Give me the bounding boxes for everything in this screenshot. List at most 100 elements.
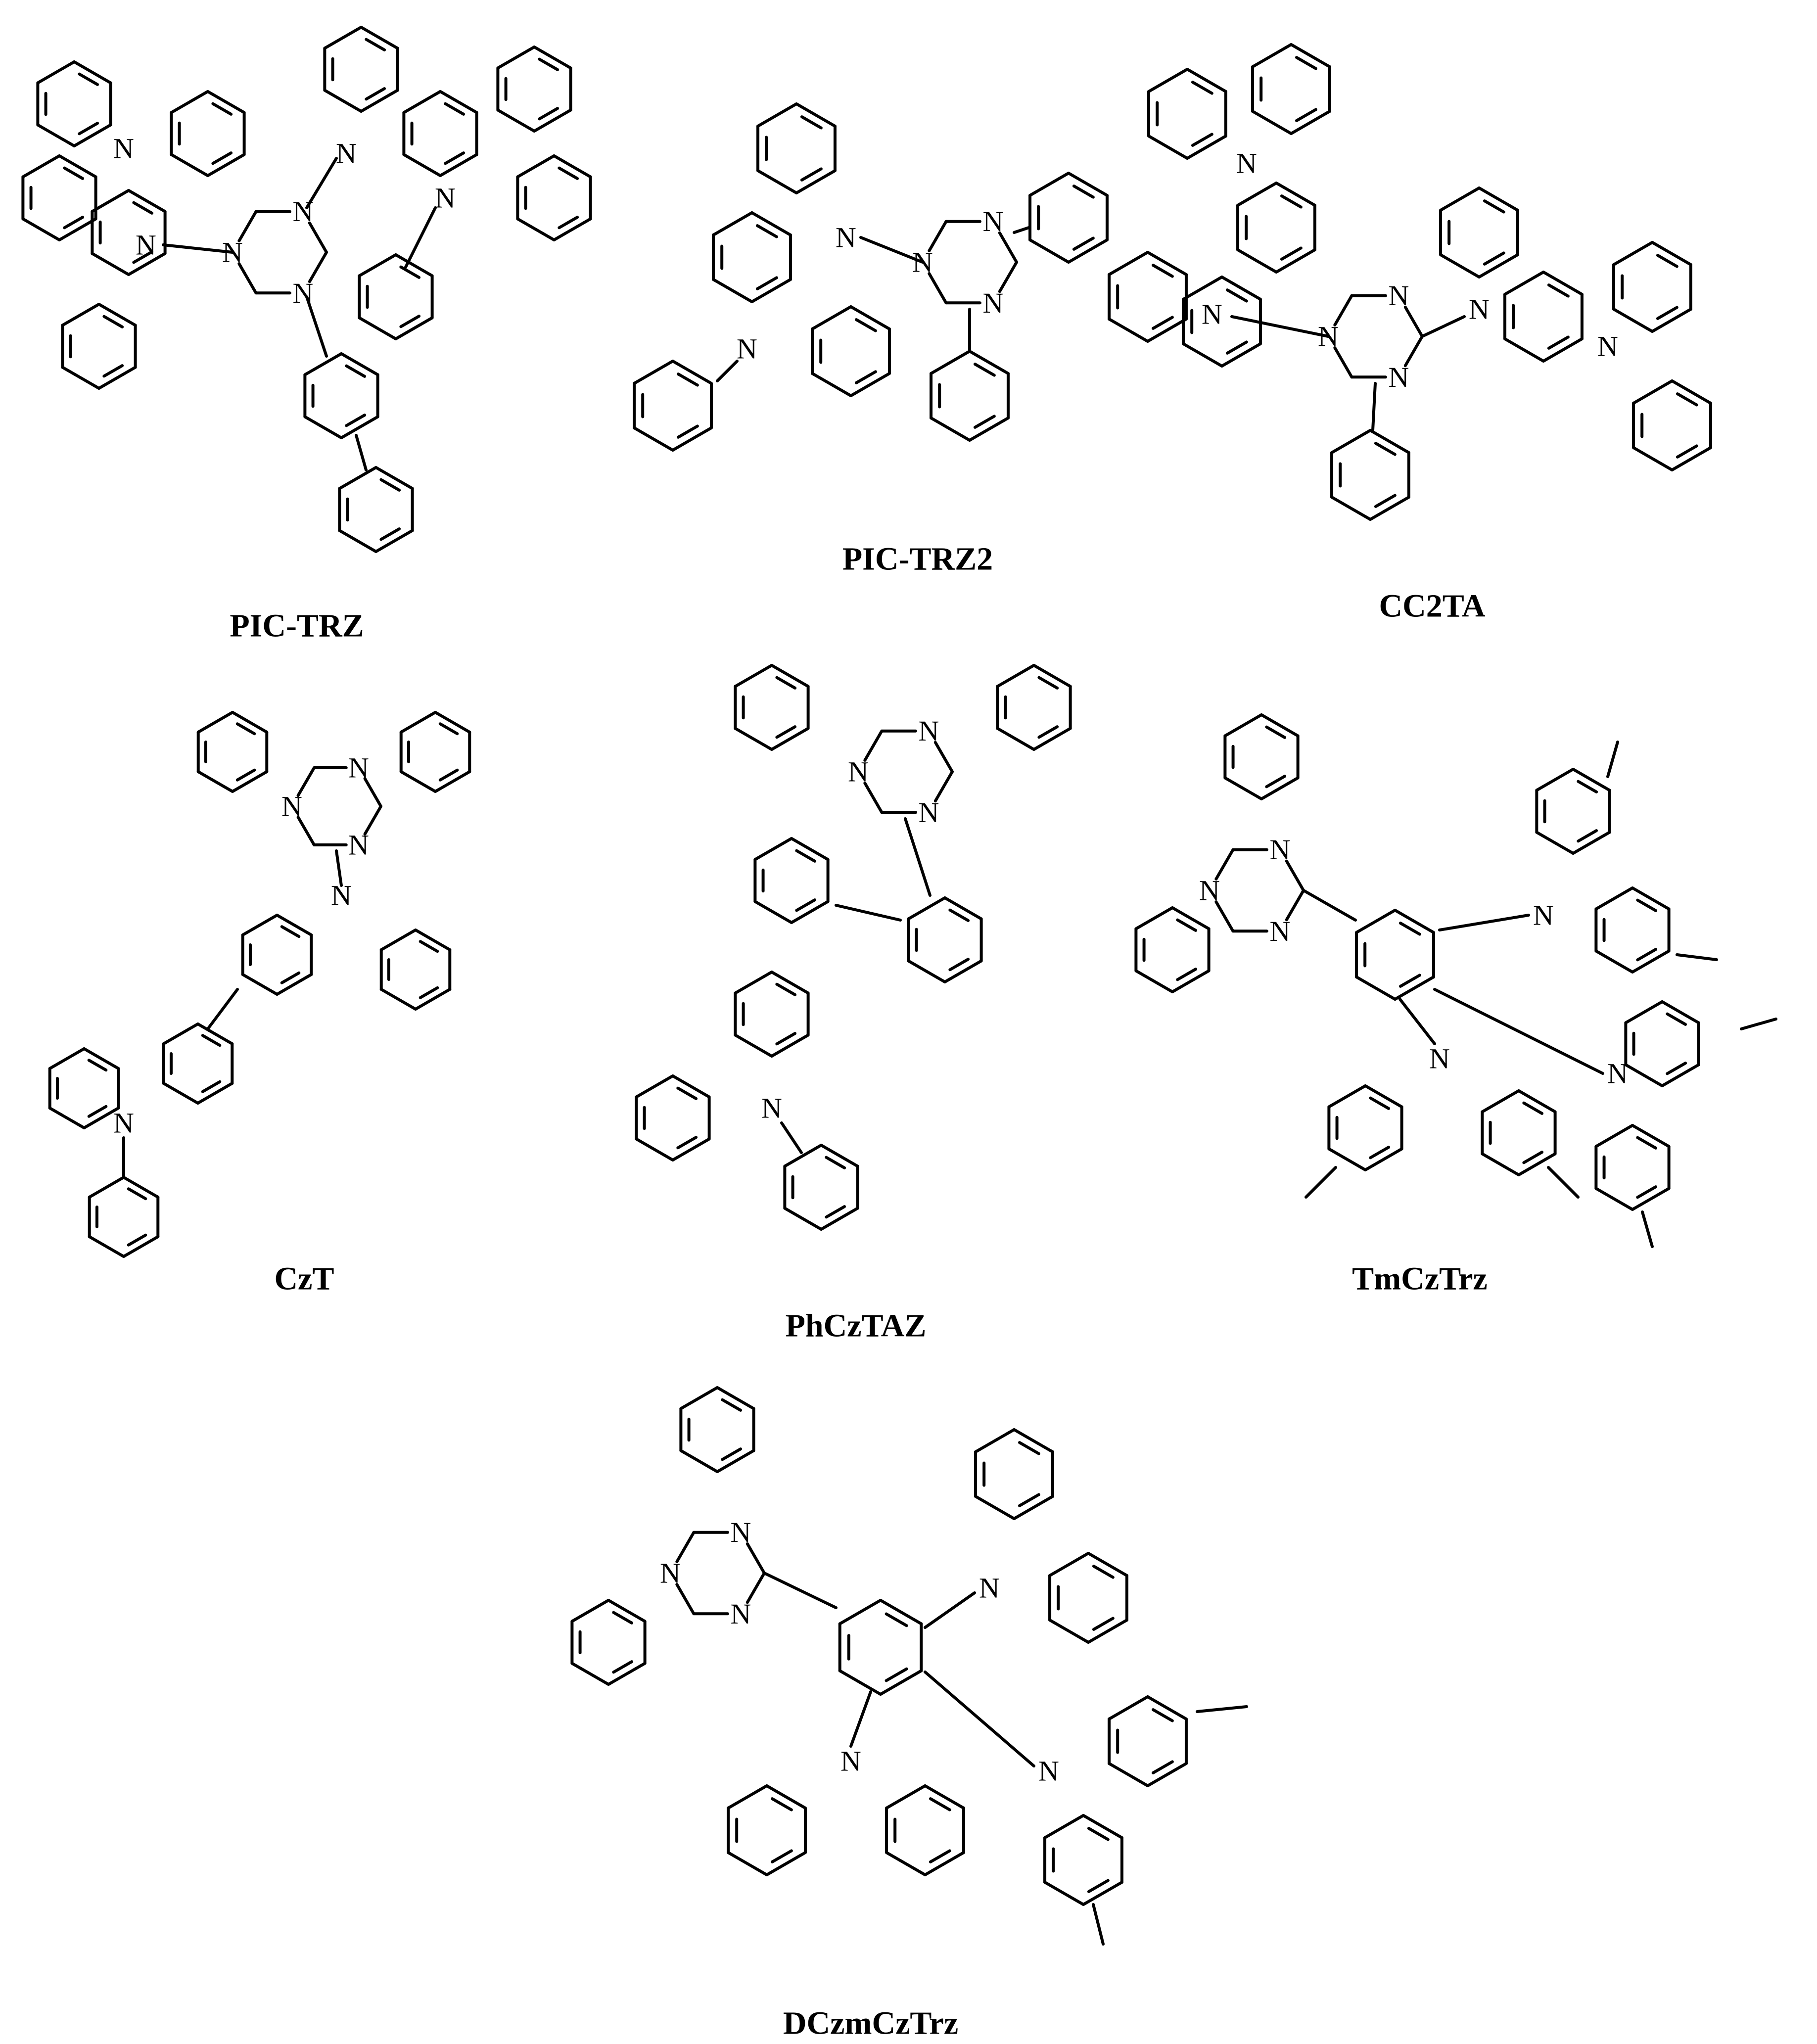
bond — [237, 210, 258, 242]
bond — [675, 1531, 696, 1563]
bond — [795, 849, 817, 863]
bond — [811, 305, 852, 330]
bond — [849, 1690, 872, 1748]
bond — [820, 1144, 859, 1168]
bond — [879, 1599, 923, 1626]
bond — [930, 417, 971, 442]
bond — [132, 201, 154, 215]
bond — [1214, 848, 1235, 881]
bond — [1151, 1760, 1174, 1774]
bond — [775, 725, 797, 739]
bond — [1196, 1705, 1248, 1713]
bond — [973, 363, 996, 377]
bond — [1398, 998, 1436, 1045]
bond — [1146, 1762, 1188, 1787]
bond — [974, 1495, 1016, 1520]
bond — [1032, 727, 1072, 751]
bond — [1182, 276, 1223, 301]
nitrogen-atom: N — [1199, 875, 1220, 907]
bond — [1656, 254, 1678, 268]
bond — [1236, 182, 1278, 207]
bond — [1671, 446, 1712, 471]
bond — [538, 57, 559, 71]
bond — [1176, 968, 1198, 981]
bond — [996, 664, 1035, 688]
bond — [734, 664, 773, 688]
bond — [201, 1080, 222, 1093]
nitrogen-atom: N — [919, 715, 939, 747]
bond — [496, 46, 536, 70]
bond — [558, 166, 579, 180]
bond — [924, 1671, 1035, 1767]
bond — [854, 370, 877, 384]
bond — [127, 1233, 147, 1247]
bond — [88, 1235, 125, 1258]
nitrogen-atom: N — [136, 229, 156, 261]
bond — [675, 1583, 696, 1616]
bond — [1369, 1146, 1391, 1160]
nitrogen-atom: N — [840, 1745, 861, 1777]
bond — [924, 1591, 976, 1629]
bond — [91, 189, 130, 213]
bond — [1374, 494, 1397, 508]
bond — [127, 189, 167, 213]
bond — [1333, 294, 1353, 326]
bond — [1013, 226, 1030, 234]
bond — [633, 426, 674, 452]
label-czt: CzT — [275, 1261, 334, 1297]
bond — [1295, 108, 1317, 122]
bond — [750, 278, 792, 303]
bond — [335, 849, 343, 887]
bond — [1547, 283, 1570, 298]
bond — [716, 1386, 755, 1410]
bond — [97, 366, 137, 390]
bond — [438, 768, 459, 782]
bond — [1421, 315, 1466, 338]
bond — [170, 90, 209, 114]
bond — [1483, 199, 1505, 214]
bond — [358, 316, 397, 340]
bond — [1651, 308, 1692, 333]
nitrogen-atom: N — [1270, 834, 1291, 866]
bond — [1676, 953, 1718, 961]
bond — [374, 529, 414, 553]
bond — [721, 1398, 743, 1412]
bond — [1503, 337, 1545, 363]
bond — [1364, 1084, 1403, 1109]
bond — [1374, 442, 1397, 456]
bond — [780, 1121, 803, 1154]
bond — [1333, 346, 1353, 379]
bond — [1636, 1185, 1658, 1199]
bond — [1236, 248, 1278, 274]
bond — [1483, 251, 1505, 266]
bond — [635, 1137, 674, 1161]
bond — [968, 350, 1010, 375]
bond — [1394, 976, 1435, 1001]
bond — [924, 1784, 965, 1810]
nitrogen-atom: N — [336, 138, 357, 170]
nitrogen-atom: N — [113, 133, 134, 165]
bond — [58, 217, 97, 241]
bond — [1092, 1565, 1115, 1579]
nitrogen-atom: N — [731, 1516, 751, 1548]
bond — [360, 26, 399, 50]
bond — [1230, 315, 1330, 338]
bond — [1577, 829, 1598, 843]
bond — [1631, 949, 1671, 974]
bond — [948, 908, 970, 922]
bond — [1572, 831, 1611, 855]
bond — [338, 466, 377, 490]
bond — [1542, 337, 1584, 363]
bond — [849, 372, 891, 397]
bond — [1223, 713, 1263, 738]
bond — [1108, 251, 1149, 276]
bond — [402, 153, 442, 177]
bond — [1290, 43, 1331, 68]
bond — [1013, 1428, 1054, 1453]
bond — [374, 466, 414, 490]
bond — [419, 986, 439, 999]
bond — [1028, 172, 1070, 197]
bond — [355, 434, 368, 471]
nitrogen-atom: N — [1597, 330, 1618, 363]
